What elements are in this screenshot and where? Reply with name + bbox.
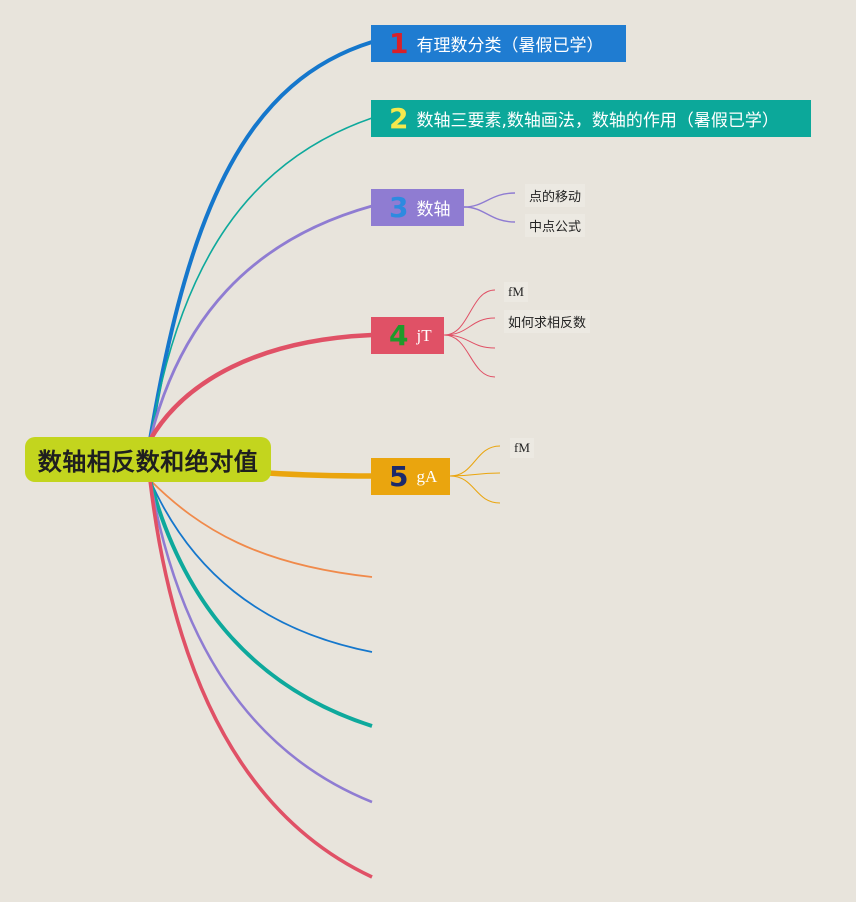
branch-7	[149, 479, 373, 653]
leaf-topic4-1[interactable]: fM	[504, 282, 528, 302]
branch-6	[149, 479, 373, 578]
t5-sub-3	[449, 475, 501, 504]
t4-sub-2	[443, 317, 496, 336]
t3-sub-2	[463, 206, 516, 223]
topic-3[interactable]: 3 数轴	[371, 189, 464, 226]
topic-1-label: 有理数分类（暑假已学）	[416, 36, 604, 56]
topic-4[interactable]: 4 jT	[371, 317, 444, 354]
topic-5[interactable]: 5 gA	[371, 458, 450, 495]
branch-5	[267, 470, 373, 479]
t5-sub-2	[449, 472, 501, 477]
branch-3	[148, 204, 373, 441]
root-topic-label: 数轴相反数和绝对值	[37, 448, 259, 476]
branch-4	[148, 332, 373, 442]
topic-2-number: 2	[389, 101, 409, 135]
branch-9	[148, 479, 373, 804]
topic-3-label: 数轴	[416, 200, 451, 220]
topic-2-label: 数轴三要素,数轴画法，数轴的作用（暑假已学）	[416, 111, 779, 131]
t5-sub-1	[449, 445, 501, 477]
topic-3-number: 3	[389, 190, 409, 224]
leaf-topic4-2[interactable]: 如何求相反数	[504, 310, 591, 333]
topic-2[interactable]: 2 数轴三要素,数轴画法，数轴的作用（暑假已学）	[371, 100, 811, 137]
branch-2	[149, 117, 373, 441]
branch-8	[148, 479, 373, 728]
topic-5-label: gA	[416, 466, 438, 486]
t4-sub-1	[443, 289, 496, 336]
branch-10	[148, 479, 373, 879]
root-topic[interactable]: 数轴相反数和绝对值	[25, 437, 271, 482]
topic-4-label: jT	[416, 325, 432, 345]
leaf-topic3-1[interactable]: 点的移动	[525, 184, 586, 207]
topic-5-number: 5	[389, 459, 409, 493]
topic-1-number: 1	[389, 26, 409, 60]
topic-1[interactable]: 1 有理数分类（暑假已学）	[371, 25, 626, 62]
t3-sub-1	[463, 192, 516, 208]
t4-sub-4	[443, 334, 496, 378]
leaf-topic5-1[interactable]: fM	[510, 438, 534, 458]
topic-4-number: 4	[389, 318, 409, 352]
leaf-topic3-2[interactable]: 中点公式	[525, 214, 586, 237]
branch-1	[148, 40, 373, 441]
